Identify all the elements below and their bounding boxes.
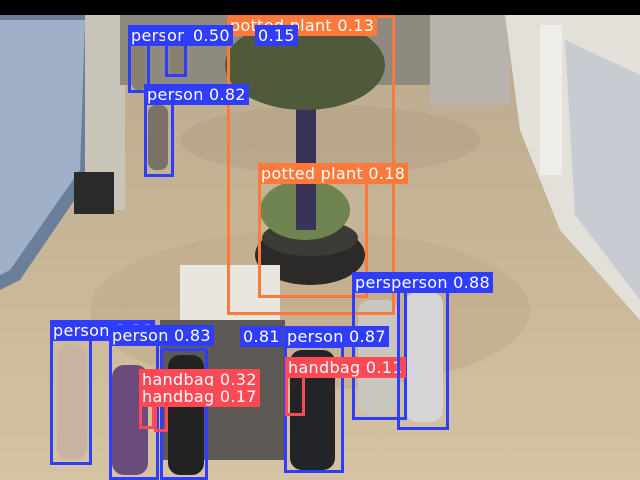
- handbag-label: handbag 0.11: [285, 357, 406, 378]
- palm-trunk: [296, 80, 316, 230]
- person-silhouette: [148, 105, 168, 170]
- person-label: 0.81: [240, 326, 283, 347]
- potted-plant-label: potted plant 0.13: [227, 15, 378, 36]
- person-box: [144, 102, 174, 177]
- person-box: [160, 348, 208, 480]
- handbag-label: handbag 0.17: [139, 386, 260, 407]
- person-label: person 0.82: [144, 84, 249, 105]
- person-label: 0.15: [255, 25, 298, 46]
- person-silhouette: [405, 292, 443, 422]
- back-shop-window: [430, 15, 510, 105]
- potted-plant-label: potted plant 0.18: [258, 163, 409, 184]
- trash-bin: [74, 172, 114, 214]
- handbag-label: handbag 0.32: [139, 369, 260, 390]
- person-box: [397, 290, 449, 430]
- person-silhouette: [57, 345, 87, 460]
- left-window: [0, 20, 85, 275]
- person-label: persperson 0.88: [352, 272, 493, 293]
- person-box: [50, 320, 92, 465]
- person-box: [165, 27, 187, 77]
- floor-circle-back: [180, 105, 480, 175]
- person-label: person 0.50: [128, 25, 233, 46]
- right-pillar: [540, 25, 562, 175]
- right-window: [565, 40, 640, 300]
- person-label: person 0.87: [284, 326, 389, 347]
- person-silhouette: [132, 45, 146, 90]
- person-silhouette: [290, 350, 335, 470]
- person-label: person 0.83: [109, 325, 214, 346]
- person-silhouette: [170, 40, 184, 75]
- topbar: [0, 0, 640, 15]
